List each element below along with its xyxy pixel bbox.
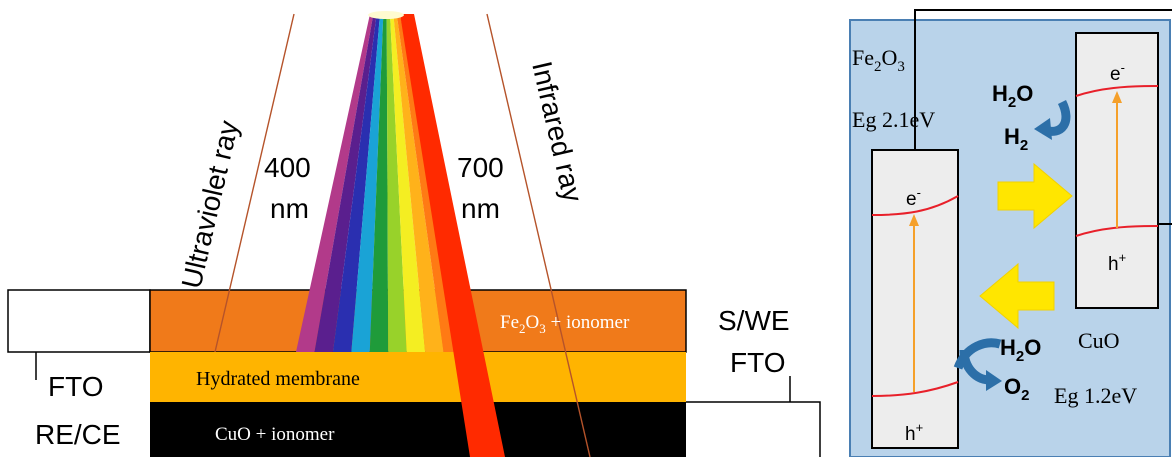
infrared-ray-label: Infrared ray bbox=[526, 58, 588, 204]
wavelength-400-unit: nm bbox=[270, 193, 309, 224]
fe2o3-conduction-band bbox=[871, 195, 959, 216]
spectrum-band bbox=[296, 14, 374, 352]
spectrum-band bbox=[369, 14, 389, 352]
h2o-top-label: H2O bbox=[992, 81, 1033, 111]
h2o-to-h2-arrowhead bbox=[1034, 118, 1052, 140]
cuo-bandgap-label: Eg 1.2eV bbox=[1054, 383, 1137, 408]
fto-right-label: FTO bbox=[730, 347, 785, 378]
cuo-layer bbox=[150, 402, 686, 457]
red-beam bbox=[400, 14, 505, 457]
cuo-excitation-arrowhead bbox=[1112, 91, 1122, 103]
fe2o3-wire bbox=[914, 9, 1172, 185]
fe2o3-valence-band bbox=[871, 381, 959, 397]
fto-right-block bbox=[686, 401, 821, 457]
spectrum-band bbox=[351, 14, 384, 352]
h2o-to-o2-arrowhead bbox=[986, 370, 1002, 391]
h2-label: H2 bbox=[1004, 124, 1028, 154]
wavelength-700-value: 700 bbox=[457, 152, 504, 183]
cuo-ionomer-label: CuO + ionomer bbox=[215, 424, 335, 445]
fe2o3-label: Fe2O3 bbox=[852, 45, 905, 75]
wavelength-400-value: 400 bbox=[264, 152, 311, 183]
light-source bbox=[368, 11, 404, 19]
cuo-electron-label: e- bbox=[1110, 60, 1125, 85]
h2o-bottom-label: H2O bbox=[1000, 335, 1041, 365]
cuo-conduction-band bbox=[1075, 85, 1159, 97]
fe2o3-hole-label: h+ bbox=[905, 420, 923, 445]
hole-transfer-arrow bbox=[979, 262, 1055, 330]
membrane-layer bbox=[150, 352, 686, 402]
ultraviolet-ray-line bbox=[214, 13, 295, 353]
o2-label: O2 bbox=[1004, 374, 1029, 404]
wavelength-700-unit: nm bbox=[461, 193, 500, 224]
spectrum-band bbox=[393, 14, 444, 352]
fe2o3-excitation-arrowhead bbox=[909, 214, 919, 226]
spectrum-band bbox=[386, 14, 407, 352]
electron-transfer-arrow bbox=[997, 162, 1073, 230]
ultraviolet-ray-label: Ultraviolet ray bbox=[176, 118, 245, 292]
right-diagram: e- h+ e- h+ Fe2O3 Eg 2.1eV H2O H2 H2O O2… bbox=[849, 9, 1172, 457]
fe2o3-ionomer-label: Fe2O3 + ionomer bbox=[500, 312, 630, 336]
s-we-label: S/WE bbox=[718, 305, 790, 336]
cuo-valence-band bbox=[1075, 225, 1159, 237]
spectrum-band bbox=[314, 14, 377, 352]
h2o-to-o2-curved-arrow bbox=[953, 338, 1002, 370]
cuo-label: CuO bbox=[1078, 328, 1120, 353]
fe2o3-bandgap-label: Eg 2.1eV bbox=[852, 107, 935, 132]
left-diagram: Ultraviolet ray Infrared ray 400 nm 700 … bbox=[7, 11, 821, 457]
hydrated-membrane-label: Hydrated membrane bbox=[196, 368, 360, 390]
infrared-ray-line bbox=[486, 13, 591, 457]
fto-left-block bbox=[7, 289, 151, 353]
spectrum-band bbox=[390, 14, 426, 352]
spectrum-band bbox=[332, 14, 380, 352]
fe2o3-electron-label: e- bbox=[906, 185, 921, 210]
re-ce-label: RE/CE bbox=[35, 419, 121, 450]
fto-left-label: FTO bbox=[48, 371, 103, 402]
cuo-hole-label: h+ bbox=[1108, 250, 1126, 275]
